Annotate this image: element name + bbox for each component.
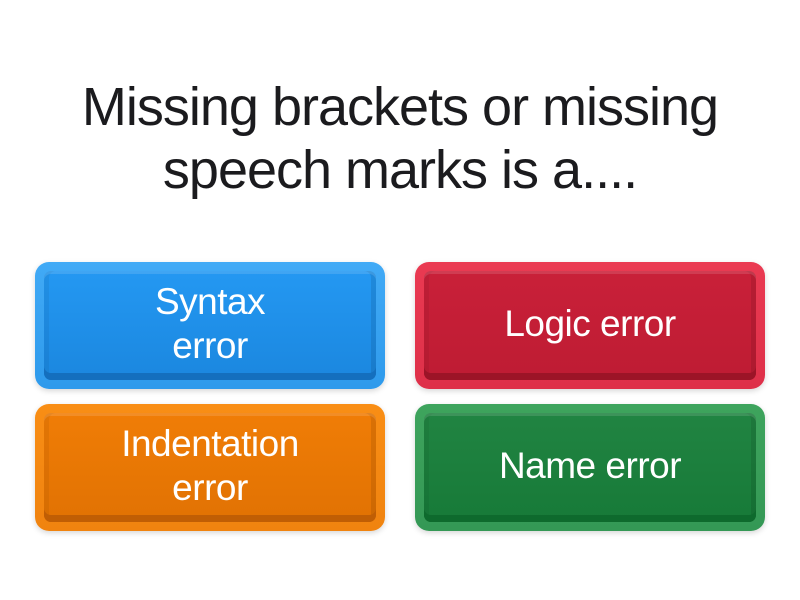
question-text: Missing brackets or missing speech marks… bbox=[81, 77, 719, 200]
answer-button-syntax-error[interactable]: Syntax error bbox=[35, 262, 385, 389]
answer-keycap: Syntax error bbox=[44, 271, 376, 380]
answer-button-logic-error[interactable]: Logic error bbox=[415, 262, 765, 389]
answer-button-name-error[interactable]: Name error bbox=[415, 404, 765, 531]
answer-keycap: Logic error bbox=[424, 271, 756, 380]
answer-keycap: Name error bbox=[424, 413, 756, 522]
answer-label: Name error bbox=[498, 444, 682, 486]
answer-label: Indentation error bbox=[121, 422, 299, 508]
answer-button-indentation-error[interactable]: Indentation error bbox=[35, 404, 385, 531]
answer-label: Logic error bbox=[504, 302, 676, 344]
answer-keycap: Indentation error bbox=[44, 413, 376, 522]
answer-label: Syntax error bbox=[154, 280, 266, 366]
answers-grid: Syntax error Logic error Indentation err… bbox=[35, 262, 765, 531]
